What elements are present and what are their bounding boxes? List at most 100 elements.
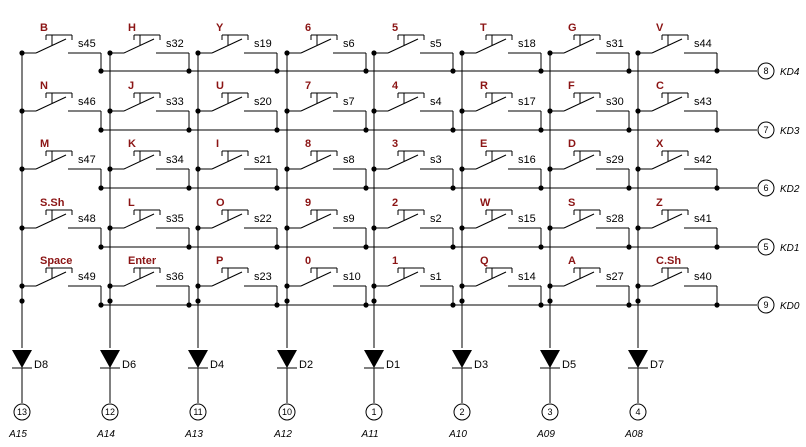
- key-label: Z: [656, 197, 663, 209]
- key-label: F: [568, 80, 575, 92]
- switch-contact: [475, 96, 507, 112]
- diode-label: D2: [299, 359, 313, 371]
- pin-circle: [757, 238, 775, 256]
- switch-label: s48: [78, 213, 96, 225]
- key-label: 7: [305, 80, 311, 92]
- key-label: C: [656, 80, 664, 92]
- switch-label: s40: [694, 271, 712, 283]
- switch-label: s42: [694, 154, 712, 166]
- switch-label: s23: [254, 271, 272, 283]
- diode-label: D7: [650, 359, 664, 371]
- diode-triangle: [452, 350, 472, 368]
- pin-number: 3: [547, 407, 552, 417]
- column-junction-dot: [371, 298, 377, 304]
- switch-s5: 5s5: [371, 22, 454, 71]
- pin-circle: [101, 403, 119, 421]
- switch-s6: 6s6: [284, 22, 367, 71]
- diode-triangle: [364, 350, 384, 368]
- key-label: Q: [480, 255, 489, 267]
- pin-number: 5: [763, 242, 768, 252]
- switch-contact: [300, 213, 332, 229]
- switch-s3: 3s3: [371, 138, 454, 188]
- key-label: I: [216, 138, 219, 150]
- switch-contact: [475, 213, 507, 229]
- pin-number: 2: [459, 407, 464, 417]
- switch-contact: [651, 96, 683, 112]
- key-label: 9: [305, 197, 311, 209]
- switch-contact: [35, 96, 67, 112]
- key-label: P: [216, 255, 223, 267]
- key-label: M: [40, 138, 49, 150]
- address-label: A11: [360, 429, 378, 440]
- diode-triangle: [628, 350, 648, 368]
- switch-s8: 8s8: [284, 138, 367, 188]
- key-label: S.Sh: [40, 197, 65, 209]
- address-label: A12: [273, 429, 292, 440]
- switch-contact: [563, 154, 595, 170]
- switch-contact: [563, 213, 595, 229]
- key-label: 3: [392, 138, 398, 150]
- switch-contact: [387, 96, 419, 112]
- pin-number: 10: [282, 407, 292, 417]
- diode-label: D8: [34, 359, 48, 371]
- switch-contact: [387, 154, 419, 170]
- diode-triangle: [540, 350, 560, 368]
- switch-label: s36: [166, 271, 184, 283]
- key-label: 6: [305, 22, 311, 34]
- switch-s7: 7s7: [284, 80, 367, 130]
- signal-label: KD3: [780, 126, 800, 137]
- diode-label: D4: [210, 359, 224, 371]
- key-label: 4: [392, 80, 399, 92]
- switch-label: s49: [78, 271, 96, 283]
- switch-contact: [475, 271, 507, 287]
- pin-circle: [629, 403, 647, 421]
- switch-label: s33: [166, 96, 184, 108]
- pin-circle: [757, 62, 775, 80]
- switch-label: s18: [518, 38, 536, 50]
- pin-number: 9: [763, 300, 768, 310]
- diode-label: D6: [122, 359, 136, 371]
- switch-contact: [651, 271, 683, 287]
- key-label: U: [216, 80, 224, 92]
- signal-label: KD4: [780, 67, 800, 78]
- signal-label: KD0: [780, 301, 800, 312]
- pin-circle: [365, 403, 383, 421]
- switch-s1: 1s1: [371, 255, 454, 305]
- key-label: Enter: [128, 255, 157, 267]
- key-label: H: [128, 22, 136, 34]
- address-label: A14: [96, 429, 115, 440]
- column-junction-dot: [107, 298, 113, 304]
- switch-contact: [211, 271, 243, 287]
- diode-label: D5: [562, 359, 576, 371]
- switch-contact: [300, 38, 332, 54]
- switch-s9: 9s9: [284, 197, 367, 247]
- key-label: X: [656, 138, 664, 150]
- pin-circle: [757, 296, 775, 314]
- address-label: A10: [448, 429, 467, 440]
- diode-label: D1: [386, 359, 400, 371]
- switch-contact: [35, 38, 67, 54]
- switch-contact: [300, 154, 332, 170]
- switch-label: s30: [606, 96, 624, 108]
- switch-contact: [35, 154, 67, 170]
- switch-contact: [563, 271, 595, 287]
- pin-circle: [278, 403, 296, 421]
- key-label: T: [480, 22, 487, 34]
- switch-label: s1: [430, 271, 442, 283]
- column-junction-dot: [635, 298, 641, 304]
